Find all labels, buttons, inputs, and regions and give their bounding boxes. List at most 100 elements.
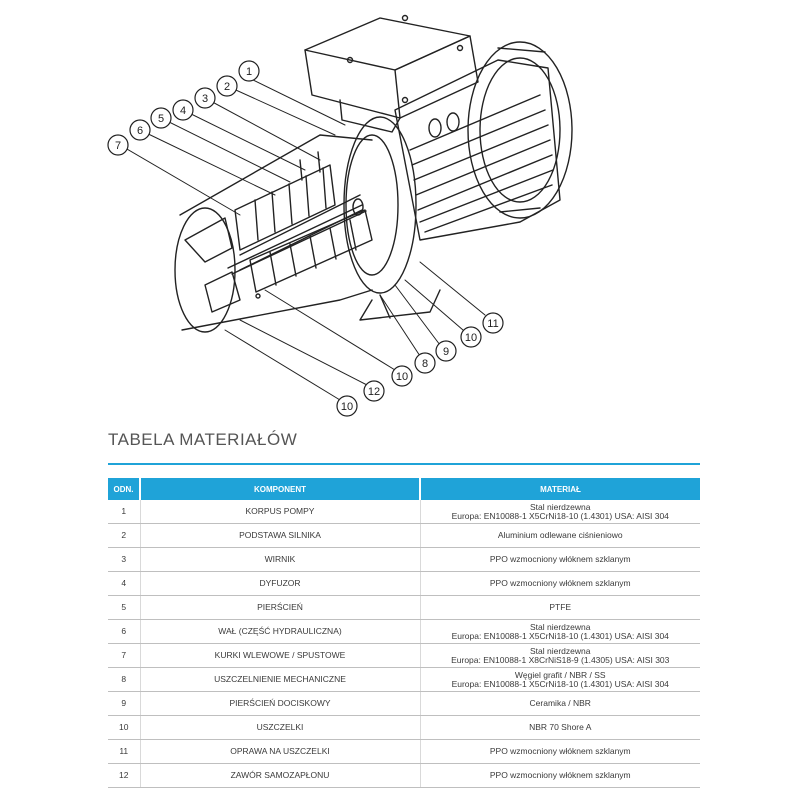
material-line: PTFE xyxy=(549,602,572,612)
material-line: Ceramika / NBR xyxy=(529,698,591,708)
row-num: 10 xyxy=(108,715,141,740)
row-component: WAŁ (CZĘŚĆ HYDRAULICZNA) xyxy=(140,619,421,644)
svg-text:1: 1 xyxy=(246,66,252,78)
row-component: OPRAWA NA USZCZELKI xyxy=(140,739,421,764)
header-component: KOMPONENT xyxy=(140,478,421,500)
row-component: KURKI WLEWOWE / SPUSTOWE xyxy=(140,643,421,668)
callout-6: 6 xyxy=(129,119,151,141)
row-material: PPO wzmocniony włóknem szklanym xyxy=(420,763,700,788)
material-line: Stal nierdzewna xyxy=(530,621,591,632)
material-line: PPO wzmocniony włóknem szklanym xyxy=(489,770,631,780)
callout-2: 2 xyxy=(216,75,238,97)
row-component: DYFUZOR xyxy=(140,571,421,596)
row-component: ZAWÓR SAMOZAPŁONU xyxy=(140,763,421,788)
row-material: NBR 70 Shore A xyxy=(420,715,700,740)
callout-10-middle: 10 xyxy=(391,365,413,387)
motor-end-cap xyxy=(467,41,573,219)
callout-markers: 1 2 3 4 5 6 7 11 10 9 8 10 12 10 xyxy=(107,60,504,417)
material-line: Stal nierdzewna xyxy=(530,501,591,512)
svg-text:7: 7 xyxy=(115,140,121,152)
callout-1: 1 xyxy=(238,60,260,82)
callout-3: 3 xyxy=(194,87,216,109)
svg-text:10: 10 xyxy=(341,401,353,413)
material-line: Europa: EN10088-1 X8CrNiS18-9 (1.4305) U… xyxy=(451,654,670,665)
material-line: NBR 70 Shore A xyxy=(529,722,592,732)
row-num: 6 xyxy=(108,619,141,644)
svg-text:10: 10 xyxy=(465,332,477,344)
row-material: PTFE xyxy=(420,595,700,620)
callout-5: 5 xyxy=(150,107,172,129)
header-num: ODN. xyxy=(108,478,141,500)
row-component: WIRNIK xyxy=(140,547,421,572)
callout-10-bottom: 10 xyxy=(336,395,358,417)
callout-9: 9 xyxy=(435,340,457,362)
header-material: MATERIAŁ xyxy=(420,478,700,500)
shaft xyxy=(227,198,367,299)
svg-text:6: 6 xyxy=(137,125,143,137)
section-title: TABELA MATERIAŁÓW xyxy=(108,430,298,449)
row-component: PIERŚCIEŃ xyxy=(140,595,421,620)
callout-11: 11 xyxy=(482,312,504,334)
material-line: Europa: EN10088-1 X5CrNi18-10 (1.4301) U… xyxy=(451,678,669,689)
row-num: 1 xyxy=(108,500,141,524)
row-material: PPO wzmocniony włóknem szklanym xyxy=(420,571,700,596)
row-component: PIERŚCIEŃ DOCISKOWY xyxy=(140,691,421,716)
row-component: KORPUS POMPY xyxy=(140,500,421,524)
row-num: 4 xyxy=(108,571,141,596)
row-num: 11 xyxy=(108,739,141,764)
svg-text:5: 5 xyxy=(158,113,164,125)
svg-text:9: 9 xyxy=(443,346,449,358)
material-line: PPO wzmocniony włóknem szklanym xyxy=(489,746,631,756)
material-line: Węgiel grafit / NBR / SS xyxy=(514,669,606,680)
row-num: 5 xyxy=(108,595,141,620)
row-component: PODSTAWA SILNIKA xyxy=(140,523,421,548)
svg-text:2: 2 xyxy=(224,81,230,93)
motor-housing xyxy=(394,59,561,241)
pump-cutaway-diagram: 1 2 3 4 5 6 7 11 10 9 8 10 12 10 xyxy=(107,14,573,417)
svg-text:8: 8 xyxy=(422,358,428,370)
svg-text:3: 3 xyxy=(202,93,208,105)
row-num: 9 xyxy=(108,691,141,716)
callout-4: 4 xyxy=(172,99,194,121)
row-material: Ceramika / NBR xyxy=(420,691,700,716)
row-num: 2 xyxy=(108,523,141,548)
row-num: 3 xyxy=(108,547,141,572)
title-divider xyxy=(108,463,700,465)
row-material: PPO wzmocniony włóknem szklanym xyxy=(420,739,700,764)
motor-flange xyxy=(343,116,441,321)
row-num: 8 xyxy=(108,667,141,692)
svg-text:12: 12 xyxy=(368,386,380,398)
row-material: Aluminium odlewane ciśnieniowo xyxy=(420,523,700,548)
row-num: 12 xyxy=(108,763,141,788)
material-line: Europa: EN10088-1 X5CrNi18-10 (1.4301) U… xyxy=(451,630,669,641)
row-material: PPO wzmocniony włóknem szklanym xyxy=(420,547,700,572)
terminal-box xyxy=(304,14,479,138)
svg-text:10: 10 xyxy=(396,371,408,383)
callout-7: 7 xyxy=(107,134,129,156)
impeller-stack xyxy=(234,151,336,251)
material-line: PPO wzmocniony włóknem szklanym xyxy=(489,578,631,588)
callout-leaders xyxy=(119,77,486,401)
svg-text:4: 4 xyxy=(180,105,186,117)
material-line: Europa: EN10088-1 X5CrNi18-10 (1.4301) U… xyxy=(451,510,669,521)
row-num: 7 xyxy=(108,643,141,668)
callout-12: 12 xyxy=(363,380,385,402)
material-line: PPO wzmocniony włóknem szklanym xyxy=(489,554,631,564)
callout-8: 8 xyxy=(414,352,436,374)
